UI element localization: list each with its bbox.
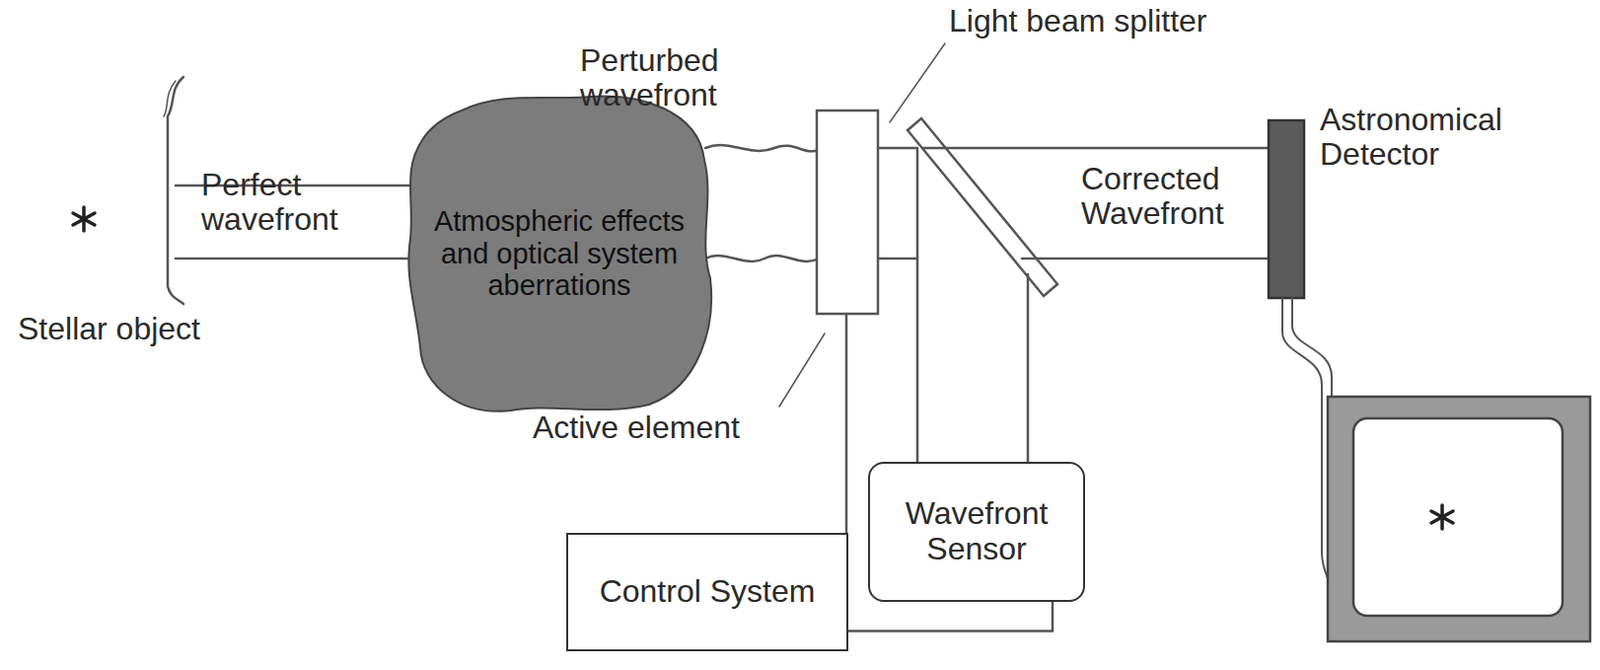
text-label: Perfect wavefront: [201, 167, 399, 237]
beam-line: [1026, 274, 1030, 462]
beam-splitter: [907, 118, 1058, 296]
node-text: Wavefront Sensor: [870, 496, 1084, 568]
detector-cable: [1282, 297, 1332, 592]
text-label: Corrected Wavefront: [1081, 161, 1269, 231]
text-label: Light beam splitter: [948, 3, 1364, 39]
detector-plate: [1268, 120, 1305, 298]
beam-line: [923, 146, 1269, 150]
beam-line: [175, 257, 415, 261]
process-box: Control System: [566, 532, 849, 652]
node-text: Control System: [599, 574, 816, 610]
wavefront-bracket: [167, 76, 184, 304]
text-label: Perturbed wavefront: [580, 43, 788, 113]
node-text: Atmospheric effects and optical system a…: [426, 205, 693, 301]
text-label: Stellar object: [17, 311, 265, 347]
monitor: [1327, 396, 1591, 642]
text-label: Astronomical Detector: [1319, 102, 1597, 172]
process-box: Wavefront Sensor: [868, 461, 1086, 602]
beam-line: [1021, 257, 1269, 261]
perturbed-beam: [705, 255, 819, 262]
active-element: [816, 110, 878, 314]
control-wire: [845, 313, 849, 533]
star-symbol: [1431, 505, 1454, 529]
star-symbol: [72, 207, 95, 231]
connector: [848, 601, 1053, 632]
monitor-screen: [1353, 418, 1563, 616]
beam-line: [916, 149, 920, 462]
leader-line: [779, 333, 825, 407]
text-label: Active element: [532, 410, 829, 445]
perturbed-beam: [705, 145, 819, 151]
leader-line: [889, 43, 946, 123]
cloud-shape: Atmospheric effects and optical system a…: [402, 90, 717, 417]
